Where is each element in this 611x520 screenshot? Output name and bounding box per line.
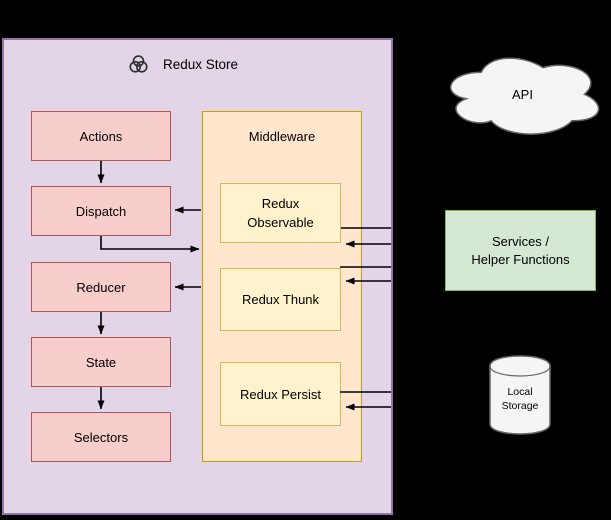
services-box: Services / Helper Functions [445,210,596,291]
api-label: API [512,87,533,102]
selectors-label: Selectors [73,429,129,445]
redux-persist-label: Redux Persist [240,386,321,402]
services-label-line1: Services / [491,233,550,249]
actions-box: Actions [31,111,171,161]
api-cloud [440,50,605,139]
local-storage-label: Local Storage [501,386,539,412]
redux-thunk-label: Redux Thunk [241,292,320,307]
store-header: Redux Store [127,52,238,77]
state-box: State [31,337,171,387]
dispatch-label: Dispatch [75,203,127,219]
redux-logo-icon [129,55,148,73]
reducer-label: Reducer [76,279,126,295]
dispatch-box: Dispatch [31,186,171,236]
services-label-line2: Helper Functions [471,251,570,267]
actions-label: Actions [79,128,123,144]
redux-observable-box: Redux Observable [220,183,341,243]
state-label: State [85,354,117,370]
local-storage-cylinder [489,355,551,435]
cloud-shape-icon [450,57,600,135]
middleware-title: Middleware [248,129,316,144]
redux-persist-box: Redux Persist [220,362,341,426]
store-title: Redux Store [163,57,239,72]
cylinder-shape-icon [489,355,551,435]
reducer-box: Reducer [31,262,171,312]
selectors-box: Selectors [31,412,171,462]
redux-thunk-box: Redux Thunk [220,268,341,331]
redux-observable-label: Redux Observable [247,196,314,230]
